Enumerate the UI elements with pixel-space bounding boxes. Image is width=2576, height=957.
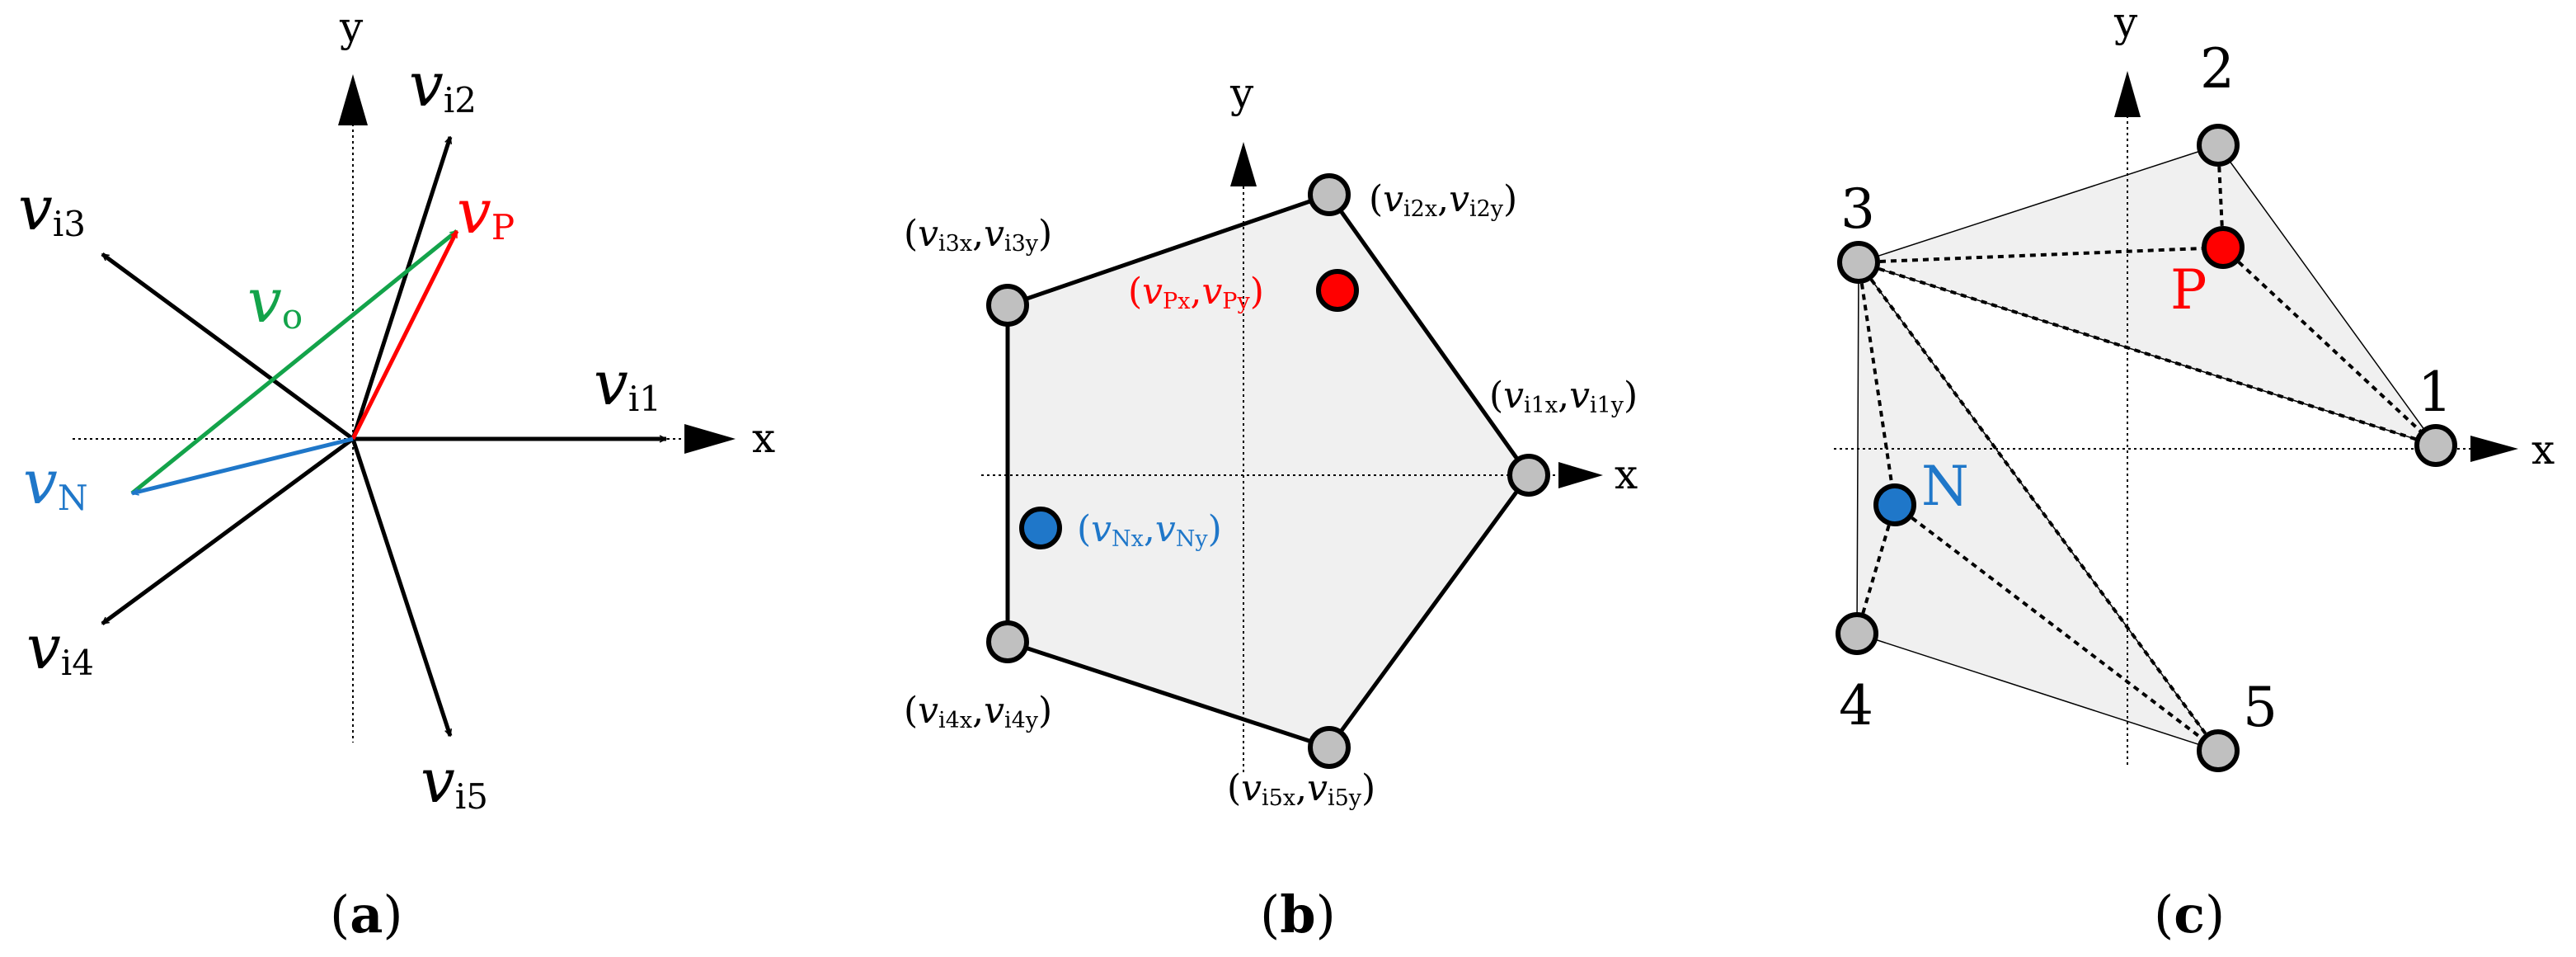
panel-a-y-axis-label: y xyxy=(339,3,364,51)
label-vn: vN xyxy=(23,447,88,518)
panel-a-x-axis-label: x xyxy=(752,414,775,462)
node-3-to-node-5 xyxy=(1857,261,2220,752)
node-label-3: 3 xyxy=(1840,177,1875,241)
label-vi1: vi1 xyxy=(594,348,661,419)
node-n xyxy=(1873,483,1916,526)
node-label-5: 5 xyxy=(2243,676,2278,739)
vertex-node-1 xyxy=(1507,454,1550,497)
panel-a-x-arrowhead xyxy=(684,424,736,454)
point-n-node xyxy=(1019,507,1062,549)
n-to-node-3 xyxy=(1857,262,1897,506)
caption-b: (b) xyxy=(1260,884,1336,945)
vertex-label-3: (vi3x,vi3y) xyxy=(904,213,1052,257)
vertex-label-1: (vi1x,vi1y) xyxy=(1489,375,1638,418)
node-label-n: N xyxy=(1921,455,1969,518)
node-5 xyxy=(2197,729,2240,772)
p-to-node-1 xyxy=(2221,246,2437,447)
vector-vi2 xyxy=(350,137,453,440)
node-p xyxy=(2202,226,2245,269)
label-vi5: vi5 xyxy=(421,746,488,817)
n-to-node-5 xyxy=(1893,503,2220,752)
vector-vp xyxy=(350,231,459,441)
vertex-node-3 xyxy=(986,284,1029,327)
panel-b-x-axis-label: x xyxy=(1615,450,1638,498)
label-vp: vP xyxy=(457,177,515,248)
vector-vo xyxy=(130,229,458,495)
vertex-label-5: (vi5x,vi5y) xyxy=(1227,767,1375,811)
point-p-node xyxy=(1316,269,1359,312)
caption-a: (a) xyxy=(330,884,403,945)
caption-c: (c) xyxy=(2154,884,2225,945)
vertex-node-5 xyxy=(1308,726,1351,769)
voltage-hexagon xyxy=(1005,192,1532,750)
vertex-node-4 xyxy=(986,620,1029,663)
vector-vn xyxy=(132,436,354,493)
panel-c-x-arrowhead xyxy=(2470,436,2518,462)
node-2 xyxy=(2197,124,2240,167)
node-label-2: 2 xyxy=(2200,37,2235,101)
panel-a-y-arrowhead xyxy=(338,74,368,125)
panel-c-y-arrowhead xyxy=(2114,71,2141,117)
panel-b: x y (vi1x,vi1y) (vi2x,vi2y) (vi3x,vi3y) … xyxy=(904,69,1638,945)
label-vo: vo xyxy=(247,266,303,337)
vertex-label-2: (vi2x,vi2y) xyxy=(1369,178,1517,222)
panel-c: x y 1 2 3 4 5 P N (c) xyxy=(1834,0,2555,945)
p-to-node-3 xyxy=(1858,246,2224,264)
node-label-4: 4 xyxy=(1839,674,1873,738)
n-to-node-4 xyxy=(1855,504,1897,634)
node-3 xyxy=(1837,241,1880,284)
panel-c-y-axis-label: y xyxy=(2113,0,2138,46)
panel-a: x y vi1 vi2 vi3 vi4 vi5 vo vP vN (a) xyxy=(18,3,775,945)
panel-c-x-axis-label: x xyxy=(2531,426,2555,474)
node-label-1: 1 xyxy=(2418,361,2452,424)
point-p-coordinates: (vPx,vPy) xyxy=(1128,271,1264,314)
node-3-to-node-1 xyxy=(1858,261,2437,447)
vector-vi5 xyxy=(350,438,453,736)
panel-b-y-arrowhead xyxy=(1230,142,1257,186)
point-n-coordinates: (vNx,vNy) xyxy=(1077,508,1222,552)
vertex-label-4: (vi4x,vi4y) xyxy=(904,690,1052,733)
node-1 xyxy=(2414,424,2457,467)
label-vi2: vi2 xyxy=(409,50,477,120)
panel-b-x-arrowhead xyxy=(1558,462,1603,488)
vertex-node-2 xyxy=(1308,173,1351,216)
vector-vi3 xyxy=(101,252,355,441)
label-vi4: vi4 xyxy=(26,612,94,683)
dotted-connections xyxy=(1855,144,2437,752)
panel-b-y-axis-label: y xyxy=(1229,69,1254,117)
node-label-p: P xyxy=(2170,258,2207,322)
node-4 xyxy=(1836,612,1878,655)
vector-vi4 xyxy=(101,436,355,626)
label-vi3: vi3 xyxy=(18,173,86,244)
